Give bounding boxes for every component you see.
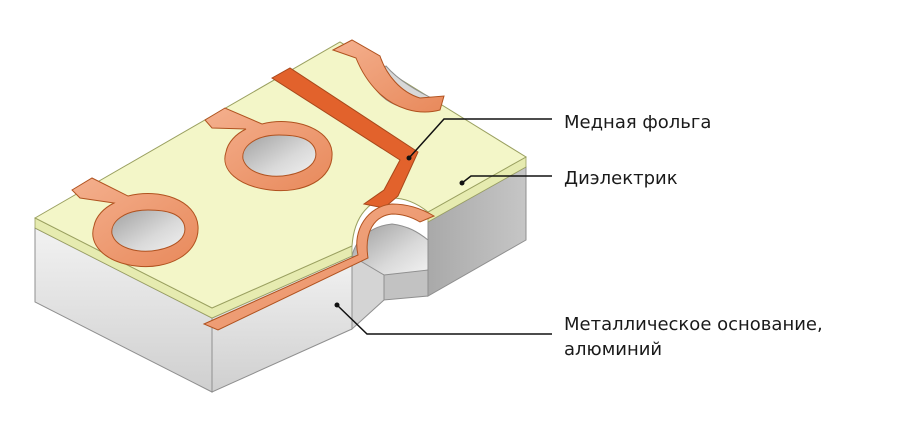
leader-lines: [334, 118, 552, 335]
leader-dielectric-dot: [459, 180, 465, 186]
label-dielectric: Диэлектрик: [564, 168, 678, 189]
label-metal-base-line1: Металлическое основание,: [564, 314, 823, 335]
leader-dielectric: [461, 175, 552, 184]
label-metal-base-line2: алюминий: [564, 339, 662, 360]
copper-pad-middle: [204, 107, 333, 192]
leader-copper-foil: [408, 118, 552, 159]
copper-trace-lower: [202, 203, 436, 331]
leader-metal-base: [336, 304, 552, 335]
copper-pad-top: [331, 39, 445, 113]
metal-base: [34, 166, 527, 393]
copper-pad-left: [71, 177, 199, 268]
leader-metal-base-dot: [334, 302, 340, 308]
metal-base-side-face-lower: [383, 269, 429, 301]
leader-copper-foil-dot: [406, 155, 412, 161]
copper-foil: [71, 39, 445, 331]
labels: Медная фольга Диэлектрик Металлическое о…: [564, 112, 823, 360]
label-copper-foil: Медная фольга: [564, 112, 711, 133]
